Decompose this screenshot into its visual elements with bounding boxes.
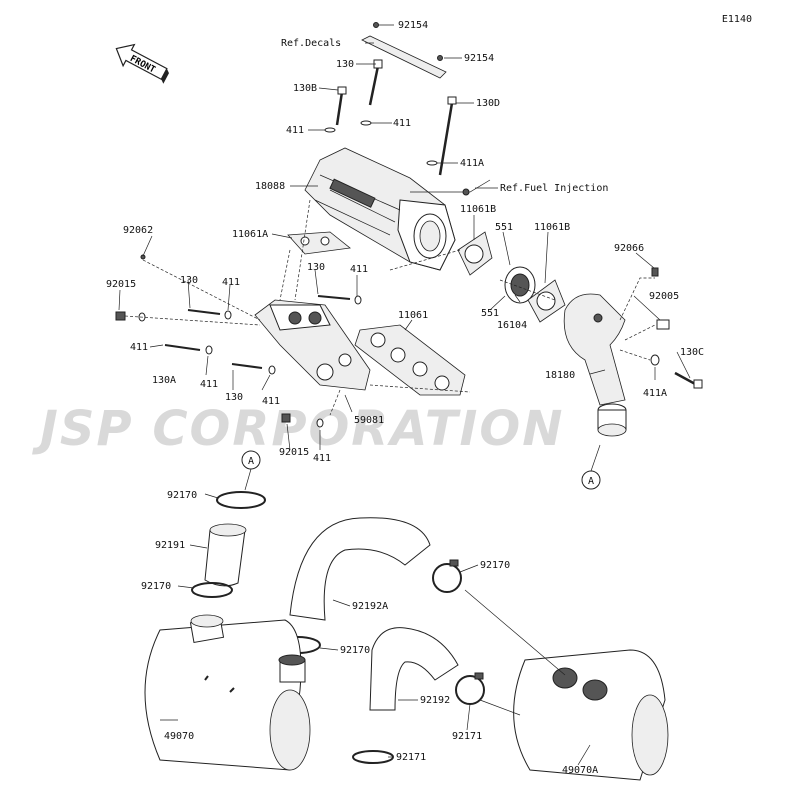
label-92171-1: 92171 — [452, 731, 482, 742]
label-411a-low: 411A — [643, 388, 667, 399]
hose-92192a — [289, 517, 431, 621]
label-130-top: 130 — [336, 59, 354, 70]
bolt-130-mid — [187, 309, 221, 315]
gasket-11061a — [287, 231, 351, 255]
label-92015-top: 92015 — [106, 279, 136, 290]
label-11061: 11061 — [398, 310, 428, 321]
label-551-top: 551 — [495, 222, 513, 233]
label-59081: 59081 — [354, 415, 384, 426]
label-18088: 18088 — [255, 181, 285, 192]
label-130c: 130C — [680, 347, 704, 358]
part-labels: 92154 Ref.Decals 92154 130 130B 130D 411… — [106, 20, 704, 776]
bolt-130a — [164, 344, 201, 351]
bolt-130b-head — [337, 86, 347, 95]
fuel-clip-icon — [462, 188, 470, 196]
clamp-92170-2 — [191, 582, 233, 598]
label-92015-low: 92015 — [279, 447, 309, 458]
clamp-92170-3 — [432, 563, 462, 593]
washer-411a-low — [650, 354, 660, 366]
label-18180: 18180 — [545, 370, 575, 381]
bolt-130d — [438, 102, 454, 176]
label-11061b-l: 11061B — [460, 204, 496, 215]
label-92170-4: 92170 — [340, 645, 370, 656]
ref-a-right: A — [588, 476, 594, 487]
label-130-mid2: 130 — [180, 275, 198, 286]
hose-92192 — [369, 627, 459, 711]
label-130-low: 130 — [225, 392, 243, 403]
decal-plate — [361, 35, 447, 79]
clamp-92171-1 — [455, 675, 485, 705]
bolt-130d-head — [447, 96, 457, 105]
label-92192a: 92192A — [352, 601, 388, 612]
ref-a-top: A — [248, 456, 254, 467]
label-130a-low: 130A — [152, 375, 176, 386]
label-ref-decals: Ref.Decals — [281, 38, 341, 49]
washer-411-l — [324, 127, 336, 133]
label-92170-3: 92170 — [480, 560, 510, 571]
bolt-130b — [335, 91, 344, 126]
diagram-code: E1140 — [722, 14, 752, 25]
label-ref-fuel: Ref.Fuel Injection — [500, 183, 608, 194]
gasket-11061 — [354, 324, 466, 396]
plug-92005 — [656, 319, 670, 330]
muffler-49070 — [144, 614, 311, 771]
screw-92154a — [373, 22, 379, 28]
label-411-low: 411 — [200, 379, 218, 390]
front-arrow-icon: FRONT — [115, 43, 169, 84]
label-130b: 130B — [293, 83, 317, 94]
label-49070: 49070 — [164, 731, 194, 742]
plug-92015 — [115, 311, 126, 321]
label-551-bot: 551 — [481, 308, 499, 319]
exhaust-elbow-18180 — [563, 293, 627, 437]
label-92154b: 92154 — [464, 53, 494, 64]
screw-92154b — [437, 55, 443, 61]
label-411-r: 411 — [393, 118, 411, 129]
label-411-mid2: 411 — [222, 277, 240, 288]
washer-411a — [426, 160, 438, 166]
lower-manifold — [254, 299, 371, 391]
fuel-wire — [410, 179, 491, 193]
exhaust-manifold-18088 — [304, 147, 456, 271]
bolt-92066 — [651, 267, 659, 277]
bolt-130-low — [231, 363, 263, 369]
screw-92062 — [140, 254, 146, 260]
label-92154a: 92154 — [398, 20, 428, 31]
label-411-low3: 411 — [313, 453, 331, 464]
bolt-130-mid2 — [317, 295, 351, 300]
label-411-l: 411 — [286, 125, 304, 136]
label-411-mid: 411 — [350, 264, 368, 275]
label-411-left: 411 — [130, 342, 148, 353]
washer-411-r — [360, 120, 372, 126]
watermark: JSP CORPORATION — [32, 401, 564, 457]
label-411-low2: 411 — [262, 396, 280, 407]
muffler-49070a — [513, 649, 669, 781]
label-11061b-r: 11061B — [534, 222, 570, 233]
label-130d: 130D — [476, 98, 500, 109]
label-92170-1: 92170 — [167, 490, 197, 501]
plug-92015-low — [281, 413, 291, 423]
label-92066: 92066 — [614, 243, 644, 254]
label-411a-top: 411A — [460, 158, 484, 169]
clamp-92171-2 — [352, 750, 394, 764]
label-92171-2: 92171 — [396, 752, 426, 763]
label-130-mid: 130 — [307, 262, 325, 273]
label-92170-2: 92170 — [141, 581, 171, 592]
label-92192: 92192 — [420, 695, 450, 706]
label-92062: 92062 — [123, 225, 153, 236]
label-16104: 16104 — [497, 320, 527, 331]
bolt-130c — [674, 371, 698, 387]
clamp-92170-1 — [216, 491, 266, 509]
label-92191: 92191 — [155, 540, 185, 551]
label-92005: 92005 — [649, 291, 679, 302]
label-11061a: 11061A — [232, 229, 268, 240]
sleeve-92191 — [204, 523, 247, 587]
label-49070a: 49070A — [562, 765, 598, 776]
bolt-130 — [368, 65, 380, 106]
